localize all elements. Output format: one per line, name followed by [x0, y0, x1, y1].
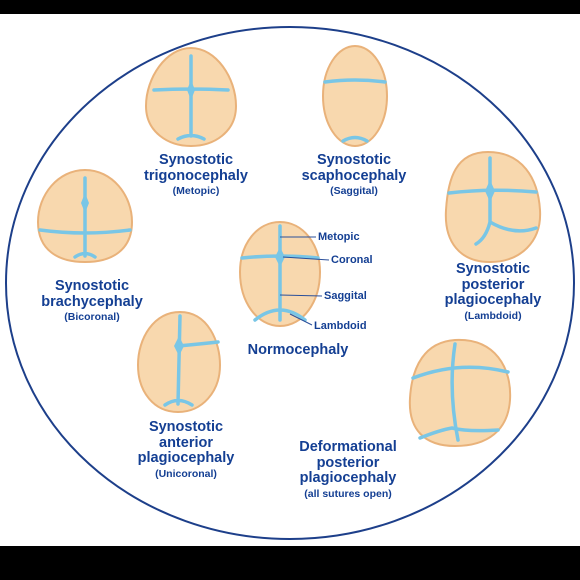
label-anterior-plagiocephaly-suture: (Unicoronal) — [155, 467, 217, 480]
label-posterior-plagiocephaly-line2: posterior — [461, 276, 525, 293]
skull-scaphocephaly — [322, 45, 388, 147]
skull-deformational — [408, 338, 512, 448]
normocephaly-fontanelle — [275, 247, 285, 267]
label-scaphocephaly: Synostotic scaphocephaly (Saggital) — [284, 152, 424, 198]
label-deformational-line1: Deformational — [299, 439, 397, 455]
label-posterior-plagiocephaly-line1: Synostotic — [455, 261, 531, 277]
label-brachycephaly-line1: Synostotic — [54, 278, 130, 294]
label-brachycephaly: Synostotic brachycephaly (Bicoronal) — [22, 278, 162, 324]
label-deformational-line3: plagiocephaly — [299, 470, 397, 487]
skull-trigonocephaly — [144, 46, 238, 148]
label-scaphocephaly-line2: scaphocephaly — [301, 167, 407, 184]
skull-brachycephaly — [36, 168, 134, 264]
label-anterior-plagiocephaly-line1: Synostotic — [148, 419, 224, 435]
scaphocephaly-sutures — [323, 78, 387, 143]
brachycephaly-fontanelle — [81, 193, 89, 213]
label-normocephaly: Normocephaly — [228, 342, 368, 359]
label-anterior-plagiocephaly: Synostotic anterior plagiocephaly (Unico… — [116, 419, 256, 480]
label-scaphocephaly-suture: (Saggital) — [330, 185, 378, 198]
suture-label-metopic: Metopic — [318, 231, 360, 243]
anterior-plagiocephaly-fontanelle — [174, 336, 184, 356]
label-normocephaly-title: Normocephaly — [247, 342, 349, 358]
label-trigonocephaly-line1: Synostotic — [158, 152, 234, 168]
suture-leader-lines — [279, 236, 330, 326]
suture-label-saggital: Saggital — [324, 290, 367, 302]
trigonocephaly-fontanelle — [187, 80, 195, 100]
label-trigonocephaly: Synostotic trigonocephaly (Metopic) — [126, 152, 266, 198]
suture-label-coronal: Coronal — [331, 254, 373, 266]
label-scaphocephaly-line1: Synostotic — [316, 152, 392, 168]
label-brachycephaly-suture: (Bicoronal) — [64, 311, 120, 324]
label-trigonocephaly-line2: trigonocephaly — [144, 167, 248, 184]
deformational-sutures — [411, 342, 510, 442]
scaphocephaly-skull — [322, 45, 388, 147]
label-posterior-plagiocephaly-line3: plagiocephaly — [444, 292, 542, 309]
label-posterior-plagiocephaly: Synostotic posterior plagiocephaly (Lamb… — [430, 261, 556, 322]
skull-anterior-plagiocephaly — [136, 310, 222, 414]
label-posterior-plagiocephaly-suture: (Lambdoid) — [464, 309, 522, 322]
label-anterior-plagiocephaly-line2: anterior — [159, 434, 213, 451]
skull-normocephaly — [238, 220, 330, 328]
suture-label-lambdoid: Lambdoid — [314, 320, 367, 332]
label-anterior-plagiocephaly-line3: plagiocephaly — [137, 450, 235, 467]
brachycephaly-sutures — [38, 176, 132, 259]
label-brachycephaly-line2: brachycephaly — [41, 293, 143, 310]
skull-posterior-plagiocephaly — [444, 150, 542, 264]
posterior-plagiocephaly-skull — [444, 150, 542, 264]
label-trigonocephaly-suture: (Metopic) — [172, 185, 220, 198]
label-deformational: Deformational posterior plagiocephaly (a… — [268, 439, 428, 500]
label-deformational-suture: (all sutures open) — [304, 487, 392, 500]
label-deformational-line2: posterior — [316, 454, 380, 471]
posterior-plagiocephaly-fontanelle — [485, 180, 495, 202]
